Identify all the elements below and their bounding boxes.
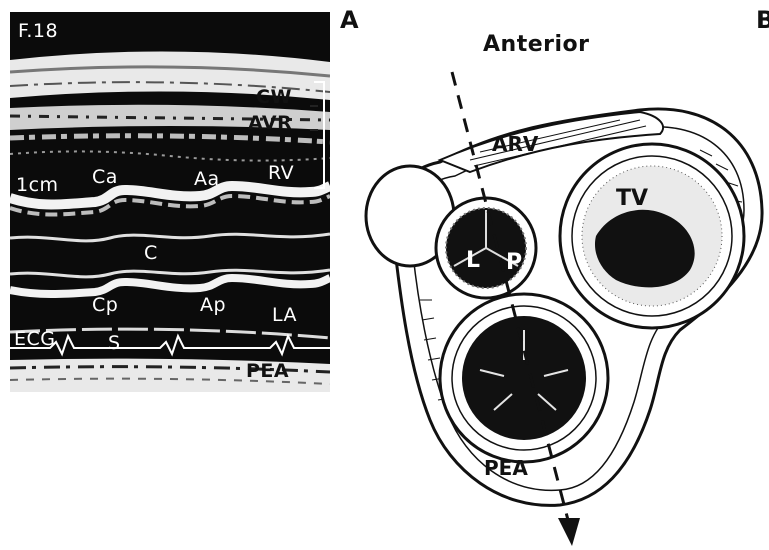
label-pea-diagram: PEA <box>484 456 528 480</box>
heart-cross-section-diagram <box>350 0 769 550</box>
label-la: LA <box>272 304 297 326</box>
label-arv: ARV <box>492 132 538 156</box>
label-pea-echo: PEA <box>246 360 289 382</box>
label-ecg: ECG <box>14 328 56 350</box>
echocardiogram-trace <box>10 12 330 392</box>
label-scale-1cm: 1cm <box>16 174 59 196</box>
label-ap: Ap <box>200 294 226 316</box>
echocardiogram-panel: F.18 CW AVR RV 1cm Ca Aa C Cp Ap LA ECG … <box>10 12 330 392</box>
label-p-cusp: P <box>506 250 522 275</box>
label-cw: CW <box>256 86 292 108</box>
label-l-cusp: L <box>466 248 480 273</box>
label-tv: TV <box>616 186 648 211</box>
label-aa: Aa <box>194 168 220 190</box>
label-s: S <box>108 332 121 354</box>
label-avr: AVR <box>248 112 292 134</box>
label-ca: Ca <box>92 166 118 188</box>
label-c: C <box>144 242 158 264</box>
figure-tag: F.18 <box>18 20 58 42</box>
label-rv: RV <box>268 162 294 184</box>
label-cp: Cp <box>92 294 118 316</box>
